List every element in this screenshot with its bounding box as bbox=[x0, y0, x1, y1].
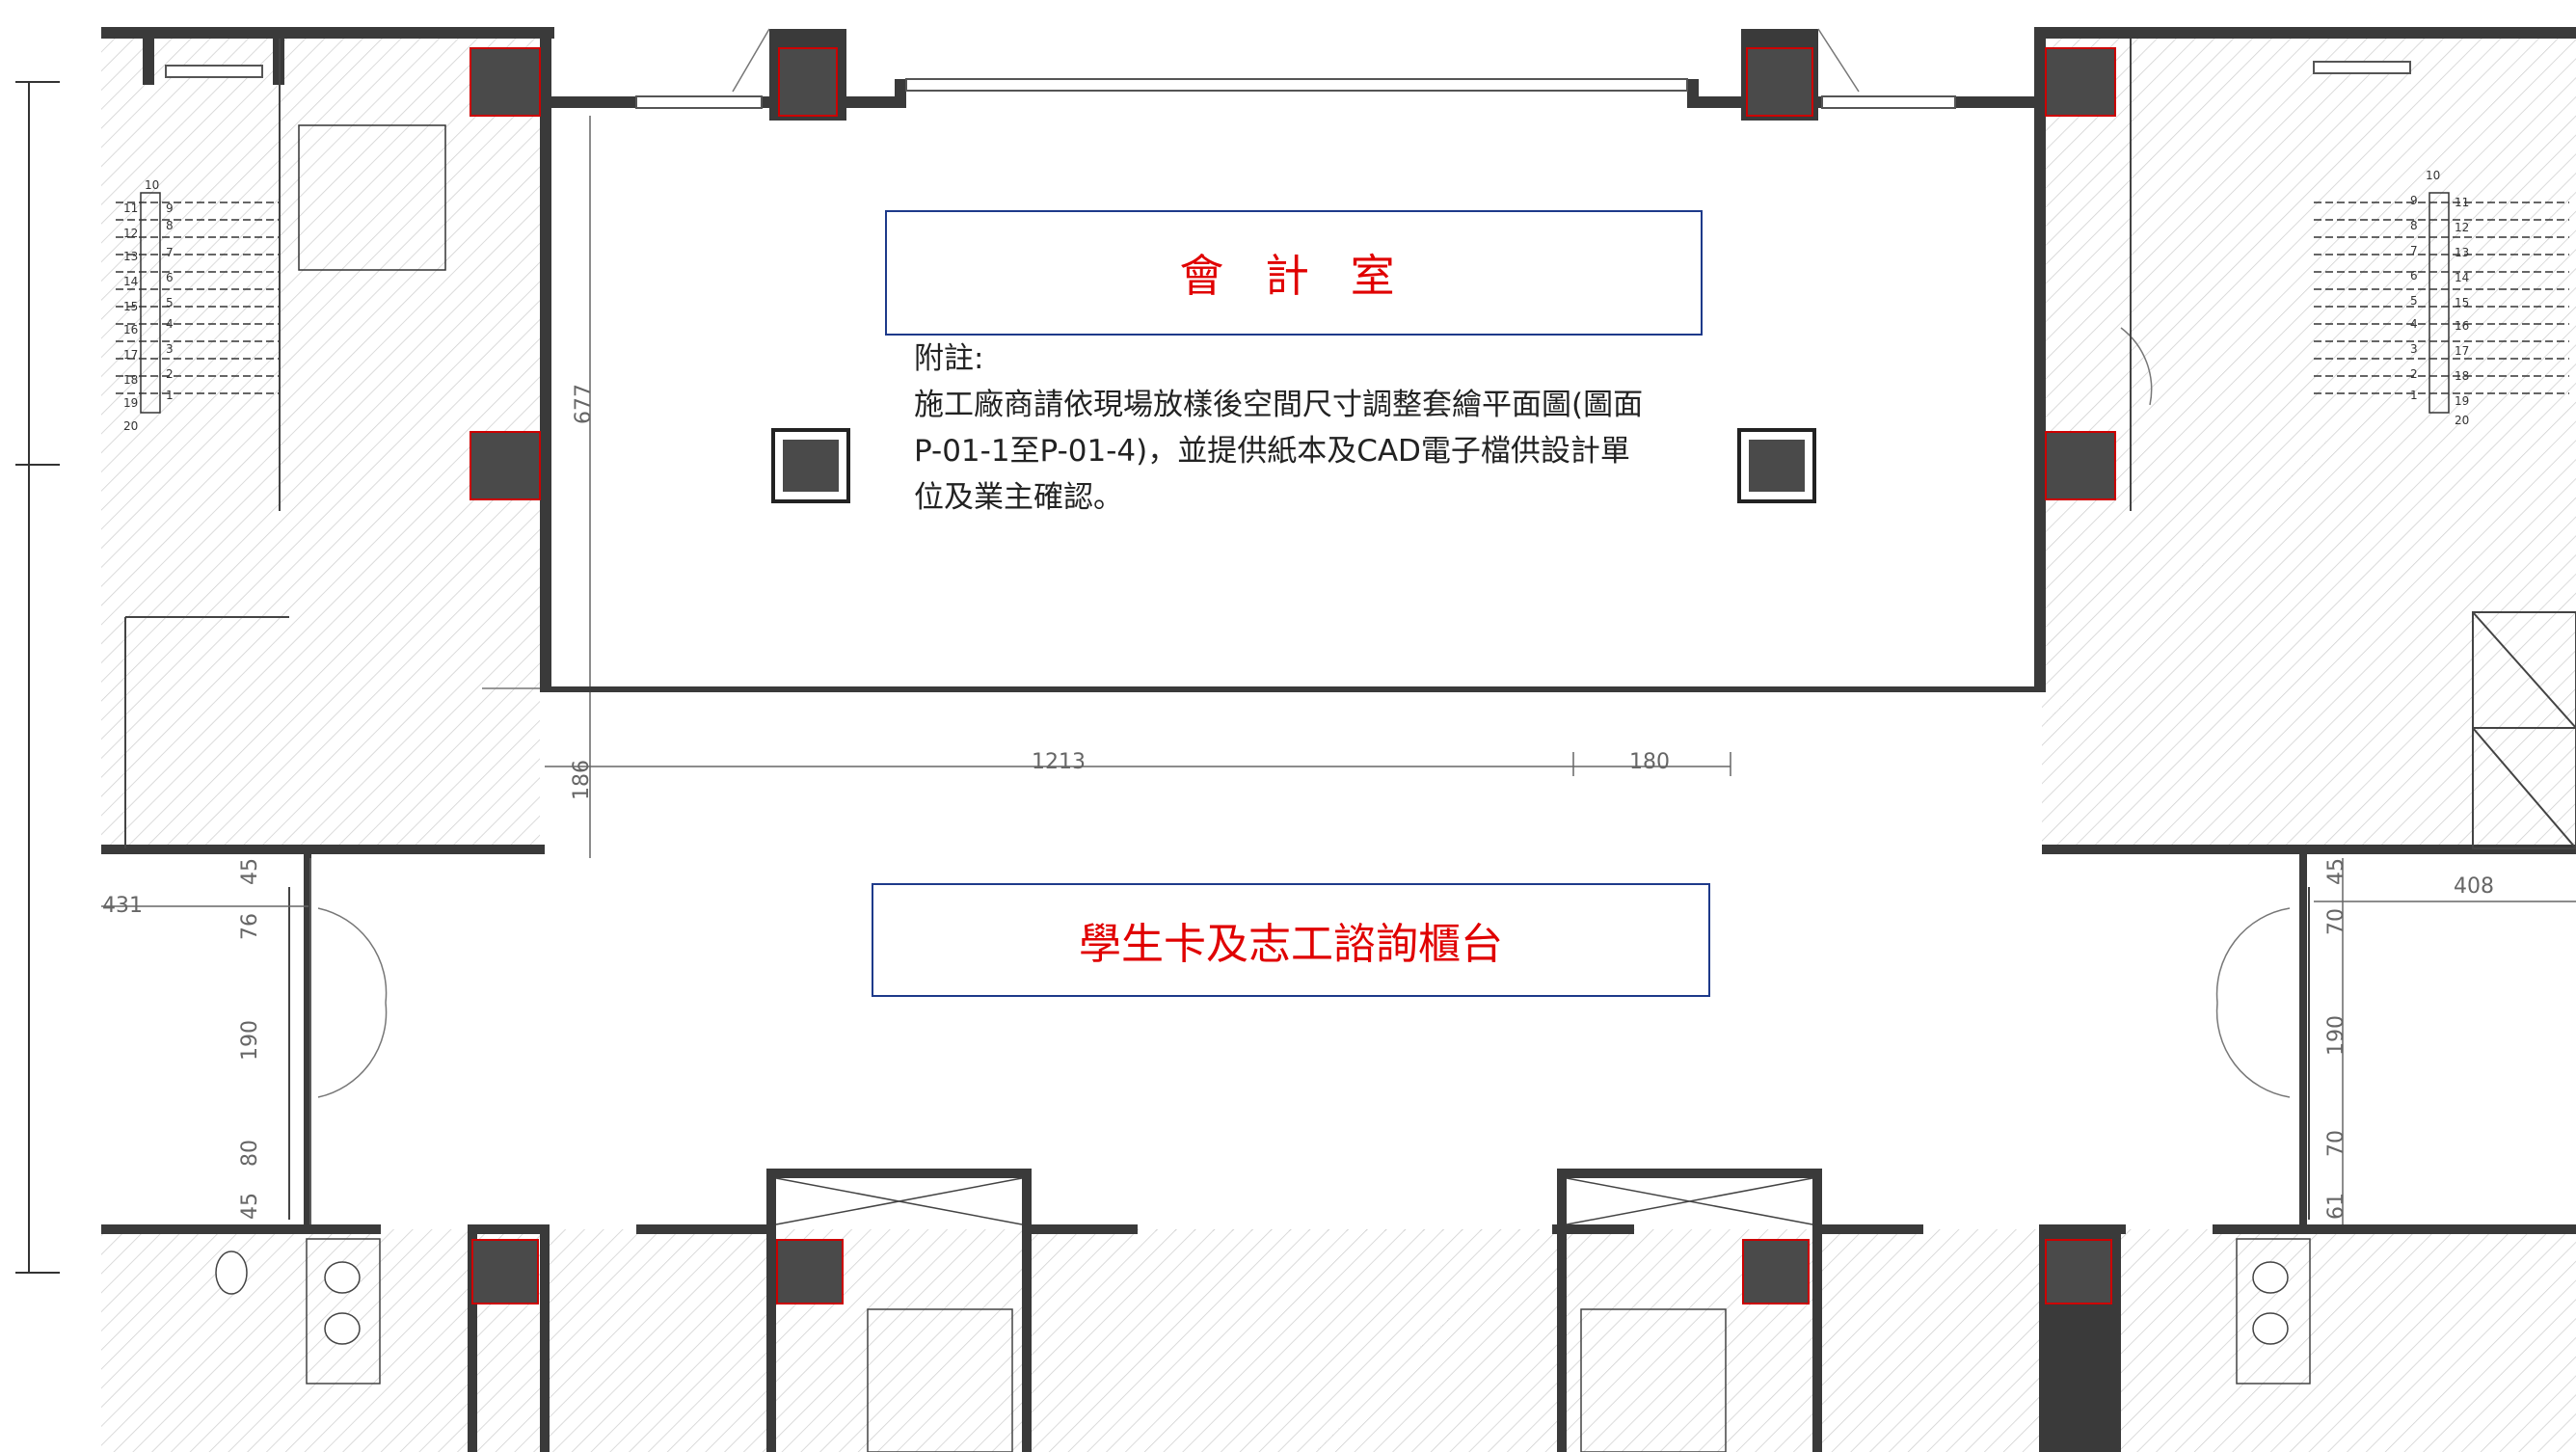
stair-number: 10 bbox=[2426, 169, 2440, 182]
stair-number: 4 bbox=[166, 317, 174, 331]
stair-number: 1 bbox=[2410, 389, 2418, 402]
stair-number: 10 bbox=[145, 178, 159, 192]
dimension-label: 45 bbox=[238, 858, 262, 885]
stair-number: 8 bbox=[2410, 219, 2418, 232]
stair-number: 13 bbox=[123, 250, 138, 263]
note-title: 附註: bbox=[914, 341, 984, 376]
stair-number: 4 bbox=[2410, 317, 2418, 331]
stair-number: 5 bbox=[2410, 294, 2418, 308]
dimension-label: 70 bbox=[2324, 908, 2348, 935]
stair-number: 7 bbox=[2410, 244, 2418, 257]
dimension-label: 431 bbox=[102, 894, 143, 918]
note-body: 施工廠商請依現場放樣後空間尺寸調整套繪平面圖(圖面P-01-1至P-01-4)，… bbox=[914, 388, 1644, 515]
dimension-label: 76 bbox=[238, 913, 262, 940]
dimension-label: 190 bbox=[2324, 1015, 2348, 1056]
stair-number: 20 bbox=[123, 419, 138, 433]
stair-number: 14 bbox=[123, 275, 138, 288]
dimension-label: 408 bbox=[2454, 874, 2494, 899]
service-counter-label: 學生卡及志工諮詢櫃台 bbox=[872, 883, 1710, 997]
stair-number: 18 bbox=[2455, 369, 2469, 383]
dimension-label: 186 bbox=[570, 760, 594, 800]
elevators bbox=[775, 1177, 1813, 1452]
dimension-label: 80 bbox=[238, 1140, 262, 1167]
stair-right bbox=[2314, 192, 2569, 414]
stair-number: 2 bbox=[2410, 367, 2418, 381]
stair-number: 20 bbox=[2455, 414, 2469, 427]
stair-number: 8 bbox=[166, 219, 174, 232]
door-swings bbox=[317, 28, 2291, 1098]
stair-number: 6 bbox=[2410, 269, 2418, 282]
stair-number: 15 bbox=[2455, 296, 2469, 309]
stair-number: 9 bbox=[166, 202, 174, 215]
stair-number: 1 bbox=[166, 389, 174, 402]
stair-number: 12 bbox=[123, 227, 138, 240]
windows bbox=[165, 61, 2411, 109]
stair-number: 16 bbox=[123, 323, 138, 336]
dimension-label: 61 bbox=[2324, 1193, 2348, 1220]
stair-number: 17 bbox=[123, 348, 138, 362]
stair-numbers-left: 10 9 8 7 6 5 4 3 2 1 11 12 13 14 15 16 1… bbox=[123, 178, 174, 433]
dimension-label: 45 bbox=[238, 1193, 262, 1220]
accounting-room-label: 會 計 室 bbox=[885, 210, 1703, 336]
stair-number: 5 bbox=[166, 296, 174, 309]
stair-number: 19 bbox=[2455, 394, 2469, 408]
sanitary-fixtures bbox=[215, 1238, 2311, 1385]
dimension-label: 70 bbox=[2324, 1130, 2348, 1157]
stair-number: 9 bbox=[2410, 194, 2418, 207]
stair-number: 16 bbox=[2455, 319, 2469, 333]
stair-number: 18 bbox=[123, 373, 138, 387]
stair-number: 17 bbox=[2455, 344, 2469, 358]
stair-number: 7 bbox=[166, 246, 174, 259]
stair-number: 19 bbox=[123, 396, 138, 410]
stair-number: 3 bbox=[166, 342, 174, 356]
counter-label-text: 學生卡及志工諮詢櫃台 bbox=[1079, 920, 1503, 969]
dimension-label: 45 bbox=[2324, 858, 2348, 885]
dimension-lines bbox=[101, 116, 2576, 1224]
stair-number: 12 bbox=[2455, 221, 2469, 234]
stair-number: 3 bbox=[2410, 342, 2418, 356]
stair-number: 14 bbox=[2455, 271, 2469, 284]
stair-number: 6 bbox=[166, 271, 174, 284]
room-label-text: 會 計 室 bbox=[1179, 250, 1409, 302]
stair-left bbox=[116, 124, 446, 414]
partitions bbox=[124, 39, 2576, 1220]
dimension-label: 1213 bbox=[1032, 750, 1086, 774]
dimension-label: 190 bbox=[238, 1020, 262, 1061]
stair-number: 13 bbox=[2455, 246, 2469, 259]
columns bbox=[470, 29, 2116, 1304]
dimension-label: 677 bbox=[572, 384, 596, 424]
stair-number: 11 bbox=[123, 202, 138, 215]
stair-number: 15 bbox=[123, 300, 138, 313]
stair-numbers-right: 10 9 8 7 6 5 4 3 2 1 11 12 13 14 15 16 1… bbox=[2410, 169, 2469, 427]
dimension-labels: 677 1213 180 186 431 408 45 76 190 80 45… bbox=[102, 384, 2494, 1220]
accounting-room-floor bbox=[545, 108, 2044, 692]
dimension-label: 180 bbox=[1629, 750, 1670, 774]
stair-number: 11 bbox=[2455, 196, 2469, 209]
stair-number: 2 bbox=[166, 367, 174, 381]
left-overall-dimension bbox=[15, 81, 60, 1274]
construction-note: 附註: 施工廠商請依現場放樣後空間尺寸調整套繪平面圖(圖面P-01-1至P-01… bbox=[914, 336, 1647, 521]
